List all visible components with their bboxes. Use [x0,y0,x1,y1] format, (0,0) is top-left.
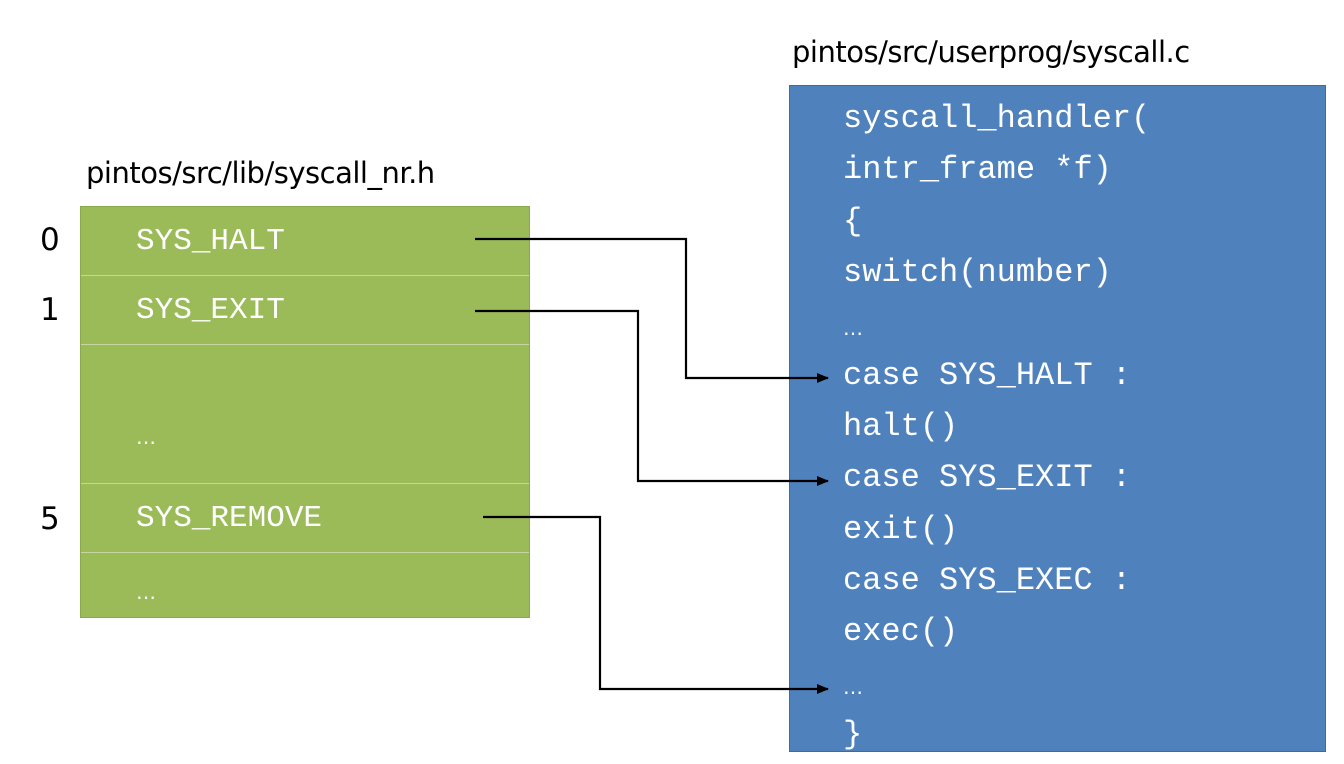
table-row-ellipsis: … [81,345,529,484]
row-index-1: 1 [40,292,60,328]
code-ellipsis: … [843,675,863,699]
code-line: exec() [843,613,959,650]
code-line: intr_frame *f) [843,151,1112,188]
row-index-5: 5 [40,501,60,537]
syscall-handler-code-box: syscall_handler( intr_frame *f) { switch… [789,85,1326,753]
table-row-sys-halt: SYS_HALT [81,207,529,276]
code-line: } [843,716,863,753]
code-line-case-sys-halt: case SYS_HALT : [843,357,1132,394]
table-cell-label: SYS_HALT [136,224,285,259]
table-cell-ellipsis: … [136,425,156,449]
code-ellipsis: … [843,316,863,340]
syscall-nr-file-title: pintos/src/lib/syscall_nr.h [86,156,435,190]
code-line-case-sys-exec: case SYS_EXEC : [843,562,1132,599]
table-cell-ellipsis: … [136,580,156,604]
code-line: syscall_handler( [843,100,1151,137]
code-line: exit() [843,511,959,548]
table-row-sys-remove: SYS_REMOVE [81,484,529,553]
table-row-sys-exit: SYS_EXIT [81,276,529,345]
table-cell-label: SYS_REMOVE [136,501,323,536]
code-line: halt() [843,408,959,445]
code-line: switch(number) [843,254,1112,291]
arrow-sys-remove [483,515,829,694]
table-cell-label: SYS_EXIT [136,293,285,328]
table-row-ellipsis: … [81,553,529,619]
syscall-number-table: SYS_HALT SYS_EXIT … SYS_REMOVE … [80,206,530,618]
row-index-0: 0 [40,222,60,258]
code-line-case-sys-exit: case SYS_EXIT : [843,459,1132,496]
syscall-c-file-title: pintos/src/userprog/syscall.c [792,35,1190,69]
code-line: { [843,203,863,240]
